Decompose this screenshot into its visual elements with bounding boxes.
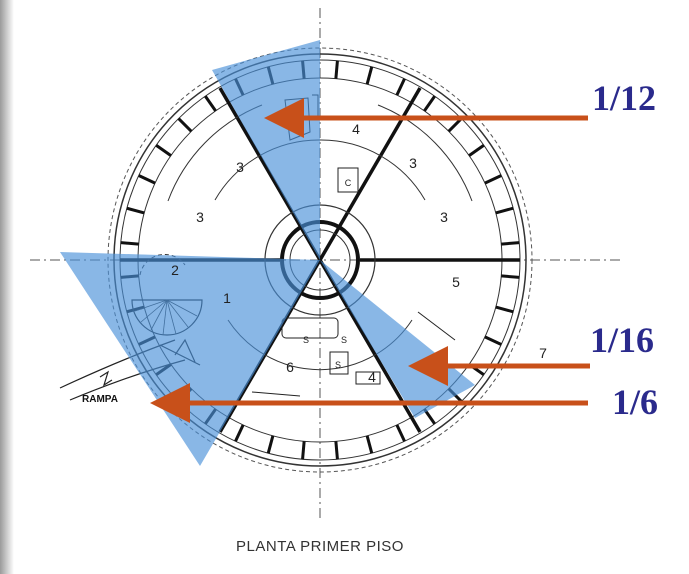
- room-label-c: C: [345, 178, 352, 188]
- window-tick: [234, 424, 245, 442]
- room-label-s-b: S: [341, 335, 347, 345]
- fraction-one-sixth: 1/6: [612, 382, 658, 422]
- window-tick: [365, 66, 374, 85]
- window-tick: [126, 206, 145, 215]
- plan-title: PLANTA PRIMER PISO: [236, 538, 404, 555]
- window-tick: [365, 435, 374, 454]
- window-tick: [447, 117, 463, 133]
- room-label-6: 6: [286, 359, 294, 375]
- window-tick: [120, 241, 139, 246]
- window-tick: [204, 95, 217, 112]
- room-label-1: 1: [223, 290, 231, 306]
- ramp-label: RAMPA: [82, 394, 118, 405]
- wedge-one-sixth: [60, 252, 320, 466]
- window-tick: [484, 335, 502, 346]
- room-label-5: 5: [452, 274, 460, 290]
- room-label-3-ll: 3: [196, 209, 204, 225]
- wedge-one-twelfth: [212, 40, 320, 260]
- window-tick: [501, 241, 520, 246]
- window-tick: [177, 117, 193, 133]
- room-label-s-a: S: [303, 335, 309, 345]
- room-label-3-ur: 3: [409, 155, 417, 171]
- page-shadow: [0, 0, 14, 574]
- arrows: [150, 98, 590, 423]
- room-label-4-top: 4: [352, 121, 360, 137]
- window-tick: [138, 174, 156, 185]
- room-label-4-bottom: 4: [368, 369, 376, 385]
- fraction-labels: 1/12 1/16 1/6: [590, 78, 658, 422]
- fraction-one-sixteenth: 1/16: [590, 320, 654, 360]
- window-tick: [495, 206, 514, 215]
- window-tick: [301, 441, 306, 460]
- window-tick: [423, 95, 436, 112]
- window-tick: [334, 60, 339, 79]
- fraction-one-twelfth: 1/12: [592, 78, 656, 118]
- window-tick: [495, 305, 514, 314]
- window-tick: [334, 441, 339, 460]
- window-tick: [468, 144, 485, 157]
- window-tick: [395, 424, 406, 442]
- window-tick: [266, 435, 275, 454]
- room-label-3-ul: 3: [236, 159, 244, 175]
- room-label-2: 2: [171, 262, 179, 278]
- window-tick: [155, 144, 172, 157]
- window-tick: [395, 78, 406, 96]
- window-tick: [501, 274, 520, 279]
- window-tick: [484, 174, 502, 185]
- room-label-s-c: S: [335, 360, 341, 370]
- room-label-7: 7: [539, 345, 547, 361]
- room-label-3-lr: 3: [440, 209, 448, 225]
- room-labels: 4 3 3 3 3 2 1 5 6 4 7 C S S S: [171, 121, 547, 385]
